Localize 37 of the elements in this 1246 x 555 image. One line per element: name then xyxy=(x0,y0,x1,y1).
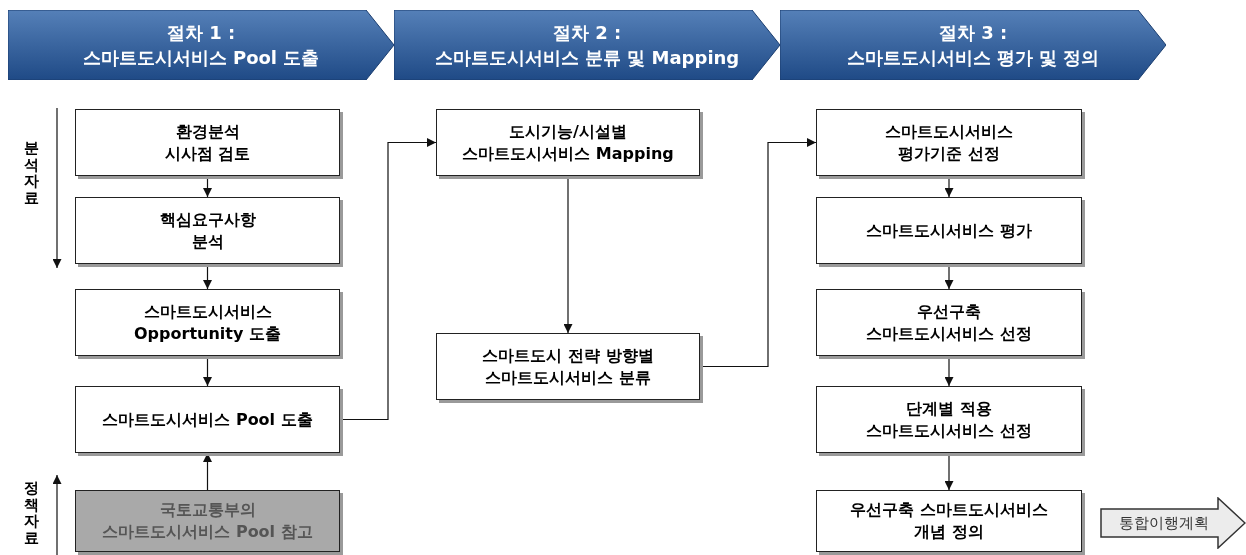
box-label: 우선구축 스마트도시서비스 선정 xyxy=(865,300,1033,345)
step-number: 절차 3 : xyxy=(938,21,1008,45)
process-box xyxy=(75,289,340,356)
box-label: 핵심요구사항 분석 xyxy=(158,208,257,253)
box-label: 스마트도시서비스 평가 xyxy=(866,219,1032,242)
step-number: 절차 1 : xyxy=(166,21,236,45)
process-box xyxy=(75,197,340,264)
step-title: 스마트도시서비스 분류 및 Mapping xyxy=(434,46,740,70)
step-header-banner xyxy=(780,10,1166,80)
box-label: 국토교통부의 스마트도시서비스 Pool 참고 xyxy=(101,499,314,543)
process-box xyxy=(436,109,700,176)
process-box xyxy=(75,386,340,453)
process-box xyxy=(816,490,1082,552)
process-box xyxy=(75,109,340,176)
step-number: 절차 2 : xyxy=(552,21,622,45)
box-label: 환경분석 시사점 검토 xyxy=(163,120,252,165)
box-label: 우선구축 스마트도시서비스 개념 정의 xyxy=(849,499,1049,543)
side-label: 정책자료 xyxy=(24,480,39,546)
process-box xyxy=(816,109,1082,176)
step-header-banner xyxy=(8,10,394,80)
side-label: 분석자료 xyxy=(24,140,39,206)
step-title: 스마트도시서비스 평가 및 정의 xyxy=(846,46,1100,70)
process-box xyxy=(816,197,1082,264)
step-title: 스마트도시서비스 Pool 도출 xyxy=(82,46,320,70)
box-label: 도시기능/시설별 스마트도시서비스 Mapping xyxy=(461,120,675,165)
step-header-banner xyxy=(394,10,780,80)
box-label: 단계별 적용 스마트도시서비스 선정 xyxy=(865,397,1033,442)
box-label: 스마트도시서비스 평가기준 선정 xyxy=(884,120,1014,165)
box-label: 스마트도시서비스 Opportunity 도출 xyxy=(133,300,282,345)
process-box xyxy=(816,289,1082,356)
reference-box xyxy=(75,490,340,552)
process-box xyxy=(816,386,1082,453)
box-label: 스마트도시 전략 방향별 스마트도시서비스 분류 xyxy=(481,344,655,389)
process-box xyxy=(436,333,700,400)
block-arrow xyxy=(1100,497,1246,549)
box-label: 통합이행계획 xyxy=(1119,513,1210,533)
box-label: 스마트도시서비스 Pool 도출 xyxy=(102,408,313,431)
